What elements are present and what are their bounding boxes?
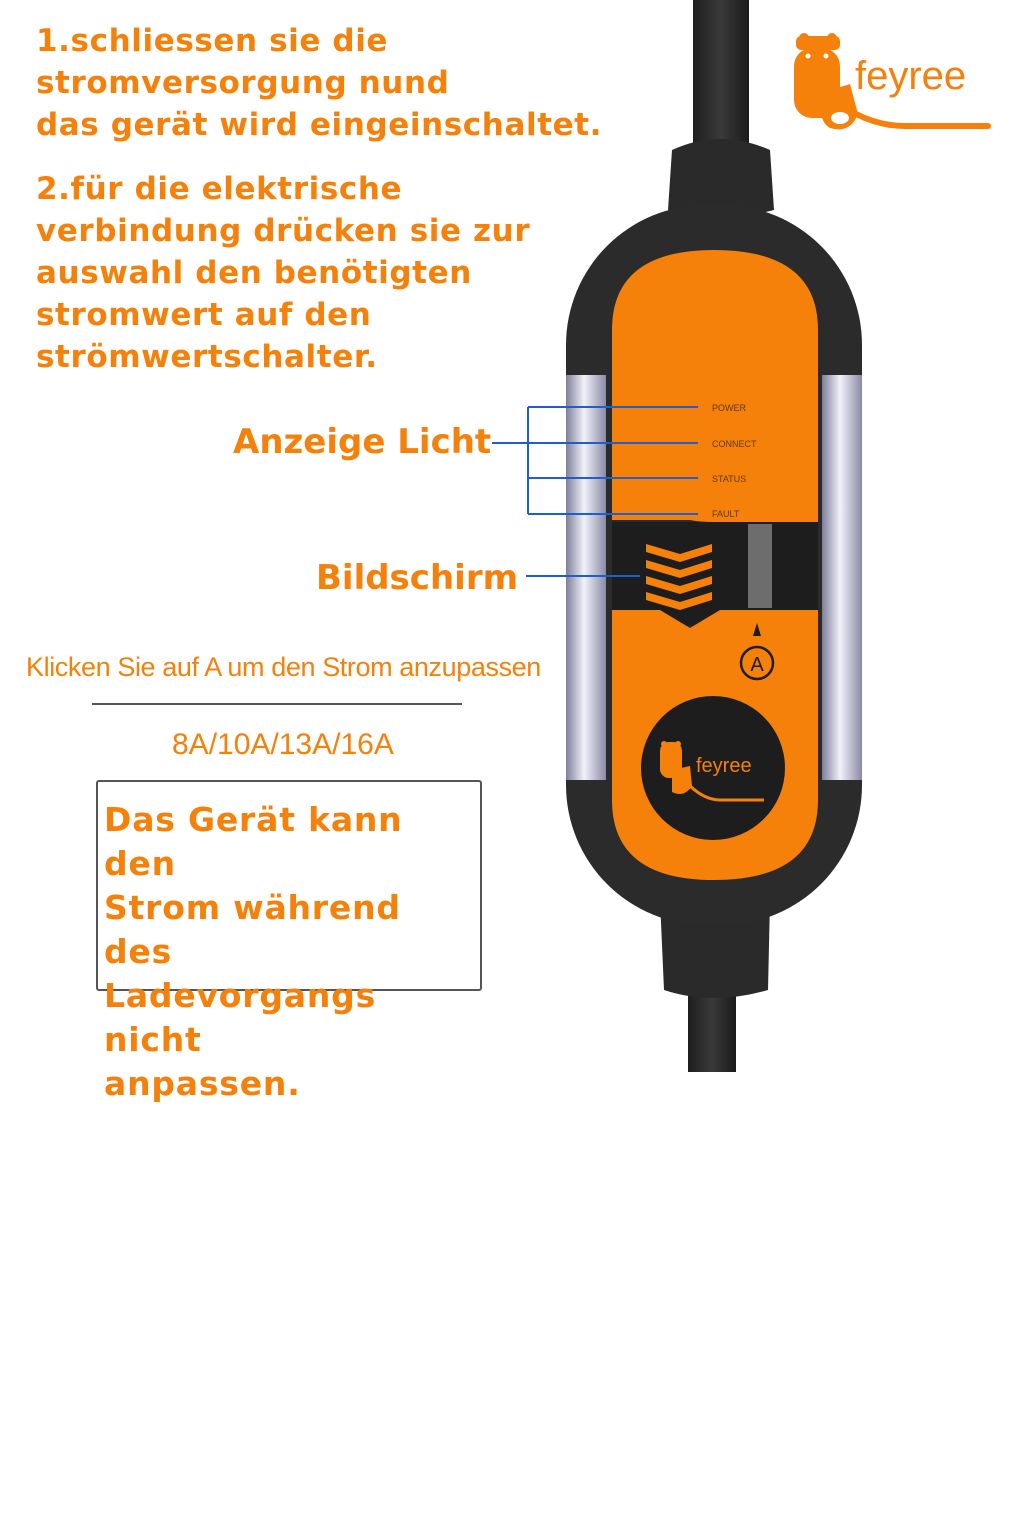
warning-box: Das Gerät kann den Strom während des Lad… [96,780,482,1103]
chevron-arrows-icon [646,544,712,610]
brand-name: feyree [855,54,967,98]
divider [92,703,462,705]
brand-logo-icon [794,33,991,130]
display-band [612,522,818,626]
current-adjust-button [739,645,775,681]
top-strain-relief [668,139,774,217]
instruction-step-1: 1.schliessen sie die stromversorgung nun… [36,23,603,143]
triangle-up-icon [753,623,761,636]
leader-lines [492,406,698,577]
warning-text: Das Gerät kann den Strom während des Lad… [104,800,403,1103]
led-label-connect: CONNECT [712,439,757,449]
led-label-fault: FAULT [712,509,740,519]
right-silver-trim [822,375,862,780]
device-logo-badge [641,696,785,840]
svg-text:feyree: feyree [696,755,752,777]
click-note: Klicken Sie auf A um den Strom anzupasse… [26,652,541,682]
led-label-power: POWER [712,403,747,413]
instruction-step-2: 2.für die elektrische verbindung drücken… [36,171,531,375]
charger-device: POWER CONNECT STATUS FAULT A feyree [566,0,862,1072]
screen-label: Bildschirm [316,558,519,598]
svg-text:A: A [750,654,764,676]
upper-panel [612,250,818,522]
indicator-light-label: Anzeige Licht [233,422,492,462]
led-label-status: STATUS [712,474,746,484]
screen-display [748,524,772,608]
current-values: 8A/10A/13A/16A [172,728,394,761]
